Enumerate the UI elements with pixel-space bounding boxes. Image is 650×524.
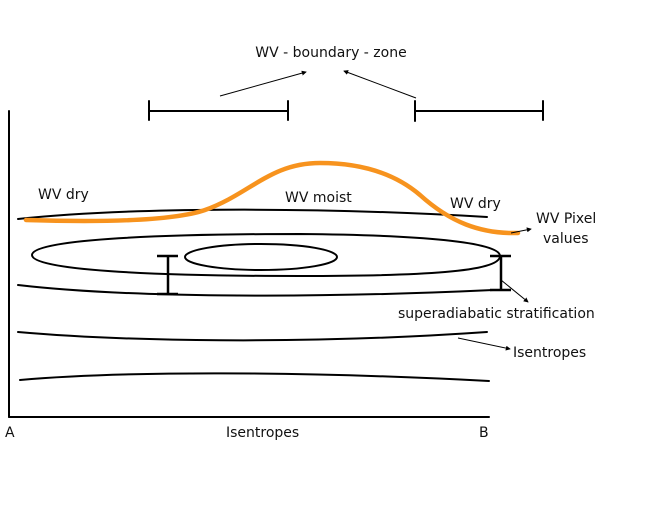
superadiabatic-bar-right: [490, 254, 511, 292]
point-b-label: B: [479, 425, 489, 441]
wv-pixel-values-curve: [23, 160, 521, 236]
wv-moist-label: WV moist: [285, 190, 352, 206]
superadiabatic-label: superadiabatic stratification: [398, 306, 595, 322]
isentropes-axis-label: Isentropes: [226, 425, 299, 441]
wv-dry-right-label: WV dry: [450, 196, 501, 212]
isentrope-lower: [17, 331, 488, 342]
wv-pixel-label-line1: WV Pixel: [536, 211, 596, 227]
point-a-label: A: [5, 425, 15, 441]
boundary-arrow-right: [343, 70, 417, 99]
isentropes-arrow: [457, 337, 511, 351]
superadiabatic-bar-left: [157, 254, 178, 296]
boundary-bar-right: [414, 100, 544, 122]
isentrope-inner-ellipse: [184, 243, 338, 271]
isentrope-bottom: [19, 372, 490, 382]
isentrope-middle: [17, 284, 494, 297]
superadiabatic-arrow: [500, 279, 529, 303]
isentropes-right-label: Isentropes: [513, 345, 586, 361]
isentrope-top: [17, 208, 488, 220]
boundary-zone-title: WV - boundary - zone: [255, 45, 406, 61]
wv-pixel-arrow: [510, 227, 532, 234]
boundary-bar-left: [148, 100, 289, 121]
boundary-arrow-left: [219, 70, 307, 97]
isentrope-outer-ellipse: [30, 232, 502, 278]
wv-pixel-label-line2: values: [543, 231, 589, 247]
wv-dry-left-label: WV dry: [38, 187, 89, 203]
